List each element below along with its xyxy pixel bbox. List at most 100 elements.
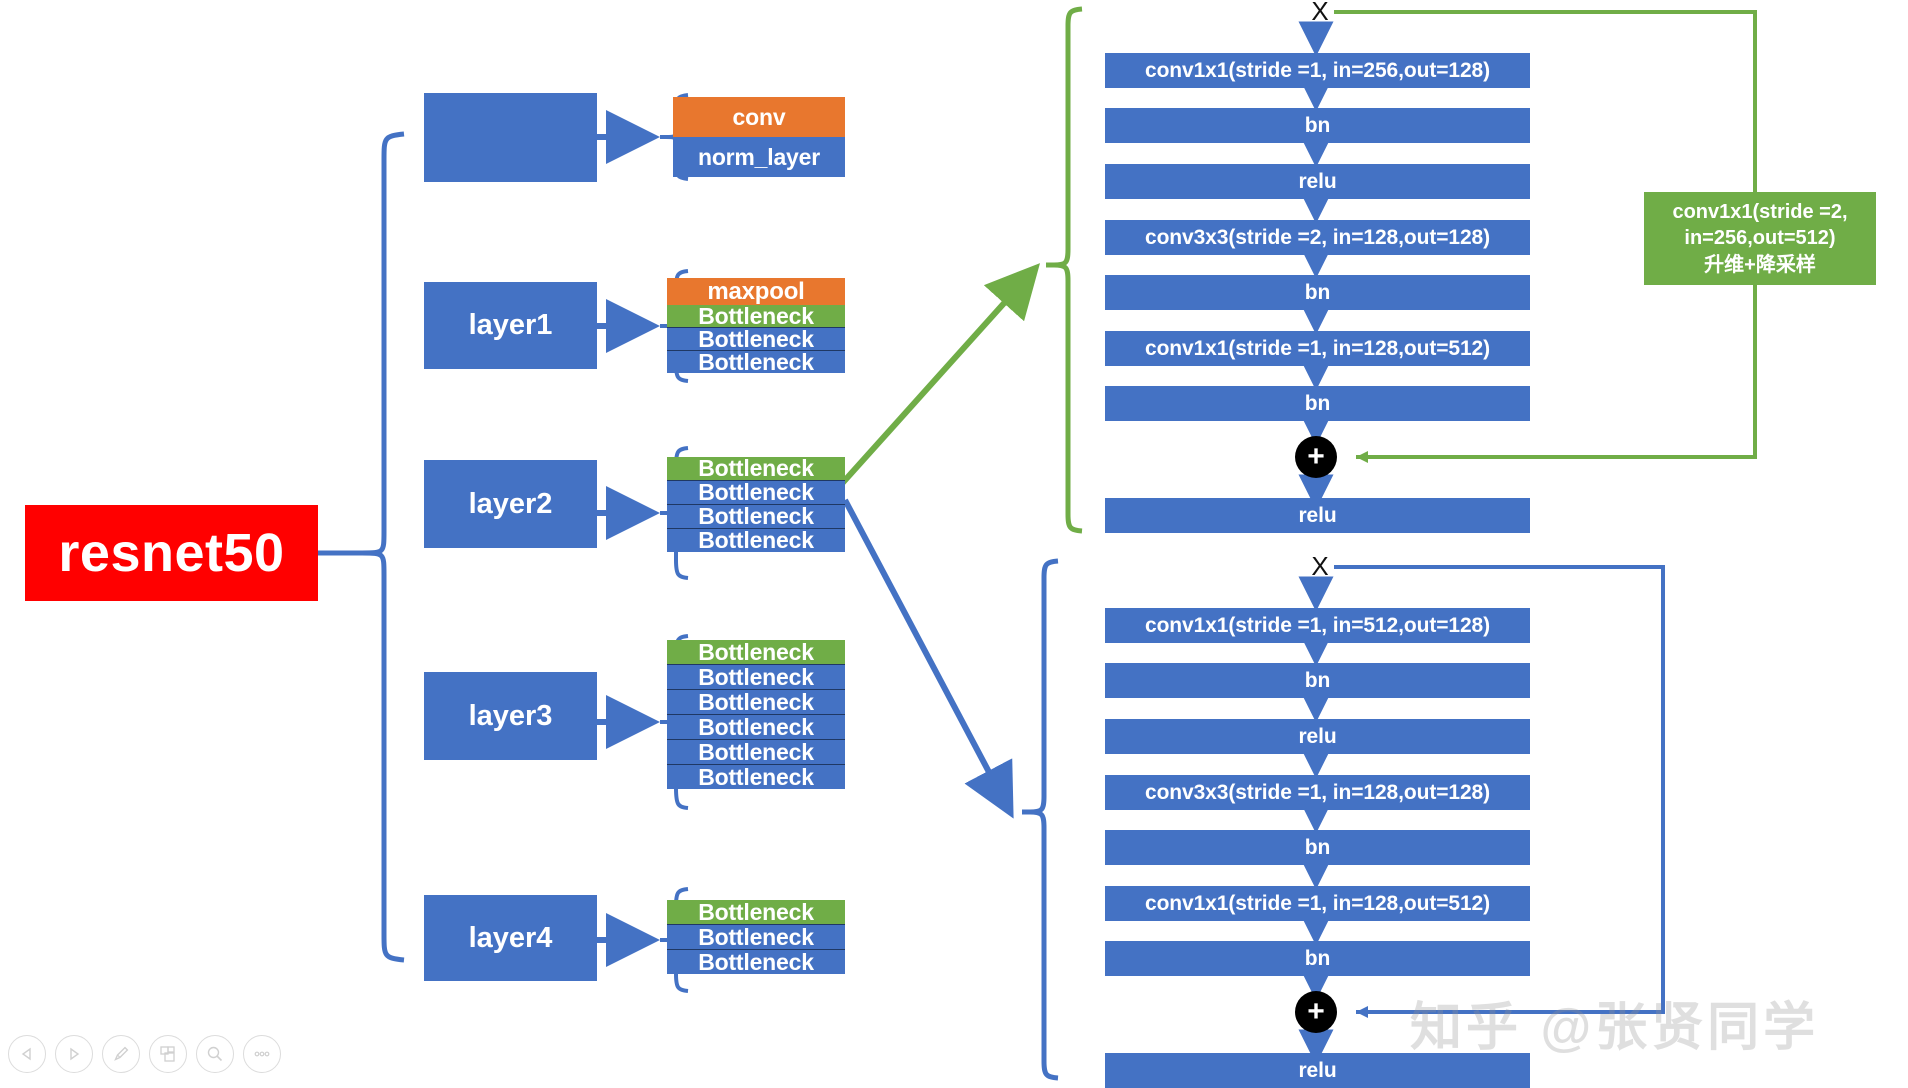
stack-item-label: Bottleneck [698,503,814,529]
prev-icon [21,1047,31,1061]
stack-layer2: Bottleneck Bottleneck Bottleneck Bottlen… [667,455,845,553]
bottom-flow-brace [1022,558,1059,1081]
stack-item-bottleneck[interactable]: Bottleneck [667,898,845,925]
stack-item-label: Bottleneck [698,527,814,553]
branch-node-layer1[interactable]: layer1 [424,282,597,369]
top-shortcut-arrowhead [1356,451,1368,463]
bottom-flow-step-1[interactable]: bn [1105,663,1530,698]
stack-item-label: Bottleneck [698,898,814,925]
branch-label-layer2: layer2 [468,487,553,520]
top-flow-add-node[interactable]: + [1295,436,1337,478]
stack-item-conv[interactable]: conv [673,97,845,137]
stack-item-label: Bottleneck [698,713,814,740]
layers-icon [160,1046,175,1062]
stack-item-label: Bottleneck [698,638,814,665]
top-flow-step-5[interactable]: conv1x1(stride =1, in=128,out=512) [1105,331,1530,366]
root-brace [318,131,405,963]
bottom-flow-step-5[interactable]: conv1x1(stride =1, in=128,out=512) [1105,886,1530,921]
plus-icon: + [1307,440,1325,473]
stack-item-bottleneck[interactable]: Bottleneck [667,503,845,529]
stack-item-label: Bottleneck [698,348,814,375]
top-flow-step-1[interactable]: bn [1105,108,1530,143]
more-icon [254,1051,270,1057]
stack-item-label: conv [732,103,786,130]
bottom-toolbar [8,1032,288,1076]
downsample-line-3: 升维+降采样 [1704,253,1816,276]
stack-item-bottleneck[interactable]: Bottleneck [667,302,845,329]
root-label: resnet50 [58,523,285,583]
stack-item-bottleneck[interactable]: Bottleneck [667,527,845,553]
branch-label-layer3: layer3 [468,699,553,732]
stack-item-label: Bottleneck [698,923,814,950]
bottom-flow-input-label: X [1311,551,1329,581]
bottom-flow-step-6[interactable]: bn [1105,941,1530,976]
downsample-line-1: conv1x1(stride =2, [1672,200,1848,223]
more-button[interactable] [243,1035,281,1073]
stack-layer1: maxpool Bottleneck Bottleneck Bottleneck [667,278,845,375]
stack-item-label: Bottleneck [698,738,814,765]
top-flow-brace [1046,6,1083,534]
next-button[interactable] [55,1035,93,1073]
stack-item-label: maxpool [707,277,805,305]
bottom-shortcut-arrowhead [1356,1006,1368,1018]
stack-item-norm-layer[interactable]: norm_layer [673,137,845,177]
stack-item-label: Bottleneck [698,479,814,505]
stack-item-bottleneck[interactable]: Bottleneck [667,455,845,481]
downsample-line-2: in=256,out=512) [1684,227,1836,250]
stack-item-bottleneck[interactable]: Bottleneck [667,325,845,352]
top-flow-input-label: X [1311,0,1329,26]
zoom-button[interactable] [196,1035,234,1073]
stack-item-bottleneck[interactable]: Bottleneck [667,688,845,715]
layers-button[interactable] [149,1035,187,1073]
stack-item-bottleneck[interactable]: Bottleneck [667,923,845,950]
stack-item-label: Bottleneck [698,455,814,481]
stack-layer4: Bottleneck Bottleneck Bottleneck [667,898,845,975]
stack-item-bottleneck[interactable]: Bottleneck [667,638,845,665]
stack-item-label: Bottleneck [698,302,814,329]
green-expand-arrow [835,263,1041,491]
top-flow-step-6[interactable]: bn [1105,386,1530,421]
stack-item-bottleneck[interactable]: Bottleneck [667,948,845,975]
stack-item-bottleneck[interactable]: Bottleneck [667,738,845,765]
stack-item-label: Bottleneck [698,688,814,715]
stack-item-label: Bottleneck [698,948,814,975]
stack-item-bottleneck[interactable]: Bottleneck [667,479,845,505]
pen-button[interactable] [102,1035,140,1073]
stack-item-bottleneck[interactable]: Bottleneck [667,713,845,740]
stack-item-bottleneck[interactable]: Bottleneck [667,663,845,690]
branch-node-layer4[interactable]: layer4 [424,895,597,981]
watermark: 知乎 @张贤同学 [1410,999,1820,1057]
pen-icon [114,1046,129,1061]
downsample-label-box[interactable]: conv1x1(stride =2, in=256,out=512) 升维+降采… [1644,192,1876,285]
top-flow-step-0[interactable]: conv1x1(stride =1, in=256,out=128) [1105,53,1530,88]
stack-item-bottleneck[interactable]: Bottleneck [667,763,845,790]
blue-expand-arrow [842,498,1014,819]
bottom-flow-add-node[interactable]: + [1295,991,1337,1033]
top-flow-step-4[interactable]: bn [1105,275,1530,310]
branch-label-layer1: layer1 [468,309,553,341]
prev-button[interactable] [8,1035,46,1073]
stack-item-label: Bottleneck [698,663,814,690]
bottom-flow-step-3[interactable]: conv3x3(stride =1, in=128,out=128) [1105,775,1530,810]
top-flow-step-2[interactable]: relu [1105,164,1530,199]
stack-item-label: Bottleneck [698,325,814,352]
branch-node-stem[interactable] [424,93,597,182]
bottom-flow-step-0[interactable]: conv1x1(stride =1, in=512,out=128) [1105,608,1530,643]
stack-stem: conv norm_layer [673,97,845,177]
stack-layer3: Bottleneck Bottleneck Bottleneck Bottlen… [667,638,845,790]
branch-label-layer4: layer4 [468,921,553,954]
top-flow-output[interactable]: relu [1105,498,1530,533]
branch-node-layer3[interactable]: layer3 [424,672,597,760]
stack-item-maxpool[interactable]: maxpool [667,278,845,305]
next-icon [70,1047,80,1061]
top-flow-step-3[interactable]: conv3x3(stride =2, in=128,out=128) [1105,220,1530,255]
search-icon [207,1046,223,1062]
stack-item-label: Bottleneck [698,763,814,790]
plus-icon: + [1307,995,1325,1028]
stack-item-bottleneck[interactable]: Bottleneck [667,348,845,375]
bottom-flow-step-2[interactable]: relu [1105,719,1530,754]
bottom-flow-step-4[interactable]: bn [1105,830,1530,865]
branch-node-layer2[interactable]: layer2 [424,460,597,548]
root-node[interactable]: resnet50 [25,505,318,601]
